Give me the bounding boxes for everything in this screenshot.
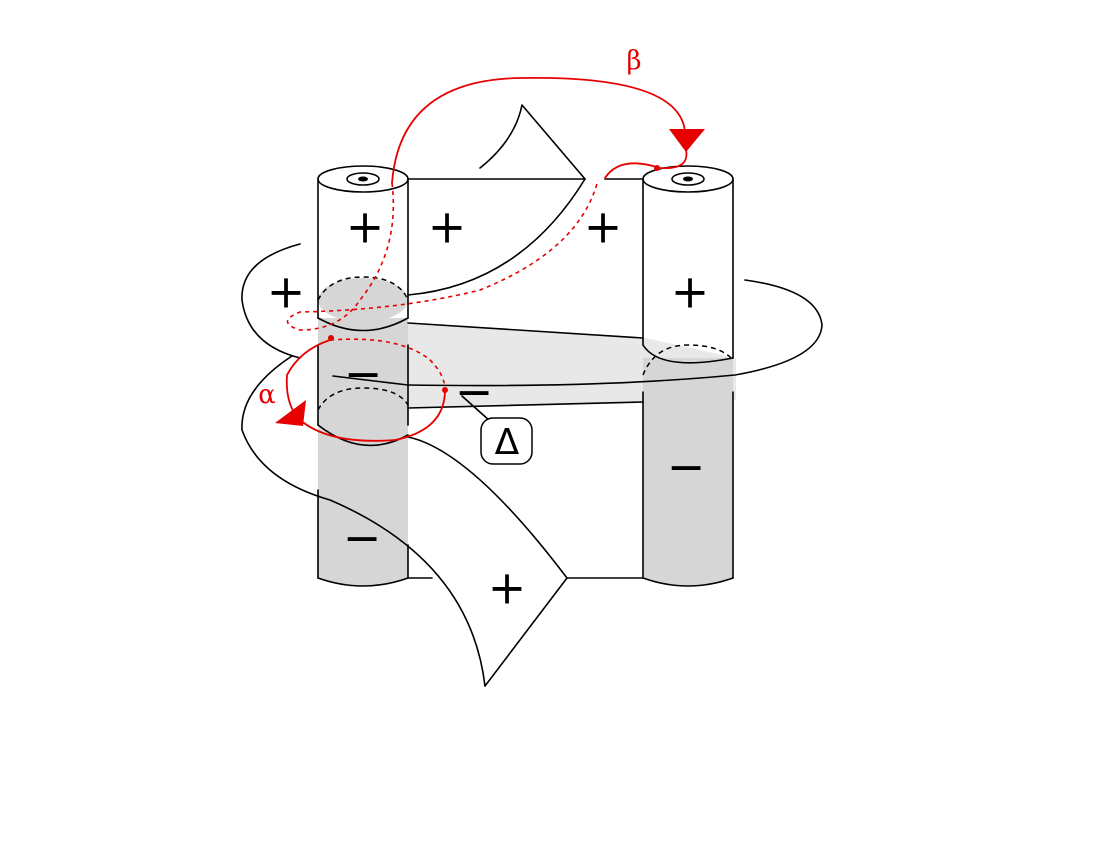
horizontal-plane: [241, 243, 301, 359]
delta-callout: Δ: [461, 395, 533, 465]
delta-box: [480, 417, 533, 465]
beta-arrowhead: [669, 129, 705, 152]
shaded-regions: [318, 278, 736, 586]
lower-sheet: [241, 355, 486, 687]
sign-left-cyl-mid: −: [344, 347, 383, 401]
sign-labels: + + + + + − − − − +: [267, 200, 710, 615]
alpha-curve[interactable]: [285, 339, 446, 442]
delta-label: Δ: [495, 422, 520, 463]
alpha-label: α: [258, 380, 276, 410]
sign-left-cyl-top: +: [346, 200, 385, 254]
beta-label: β: [626, 46, 641, 76]
beta-curve[interactable]: [391, 76, 686, 184]
red-curves: [275, 76, 705, 442]
sign-right-cyl-upper: +: [671, 265, 710, 319]
alpha-arrowhead: [275, 400, 306, 426]
left-cylinder-shade: [318, 318, 408, 586]
sign-top-sheet-left: +: [428, 200, 467, 254]
sign-left-outer: +: [267, 265, 306, 319]
sign-top-sheet-right: +: [584, 200, 623, 254]
sign-bottom-sheet: +: [488, 561, 527, 615]
right-cylinder-shade: [643, 358, 733, 586]
sign-right-cyl-lower: −: [667, 440, 706, 494]
sign-band-minus: −: [455, 365, 494, 419]
sign-left-cyl-lower: −: [343, 511, 382, 565]
